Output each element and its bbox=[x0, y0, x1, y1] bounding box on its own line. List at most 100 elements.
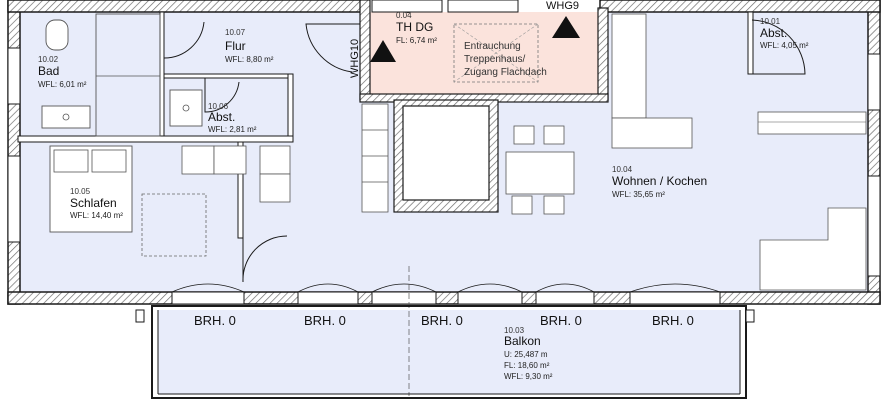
shower-tray bbox=[169, 89, 203, 127]
room-area: WFL: 4,05 m² bbox=[760, 41, 809, 50]
balcony-post-right bbox=[745, 309, 755, 323]
window-swing-1 bbox=[171, 283, 245, 293]
sofa bbox=[759, 207, 867, 291]
window-right-1 bbox=[867, 53, 881, 111]
room-name: TH DG bbox=[396, 20, 433, 34]
label-wohnen: 10.04 Wohnen / Kochen WFL: 35,65 m² bbox=[612, 165, 707, 199]
doors bbox=[163, 18, 806, 283]
toilet bbox=[45, 19, 69, 51]
window-right-2 bbox=[867, 175, 881, 277]
window-label: BRH. 0 bbox=[194, 313, 236, 328]
living-furniture bbox=[505, 13, 867, 291]
window-label: BRH. 0 bbox=[652, 313, 694, 328]
room-id: 10.05 bbox=[70, 187, 91, 196]
label-flur: 10.07 Flur WFL: 8,80 m² bbox=[225, 28, 274, 64]
window-swing-6 bbox=[629, 283, 721, 293]
door-abst-small bbox=[204, 78, 240, 113]
vanity-sink bbox=[62, 113, 70, 121]
stair-wall-right bbox=[597, 7, 609, 101]
pillow-right bbox=[91, 149, 127, 173]
room-area: FL: 6,74 m² bbox=[396, 36, 437, 45]
cabinet-4 bbox=[259, 173, 291, 203]
room-area: WFL: 6,01 m² bbox=[38, 80, 87, 89]
room-area: WFL: 8,80 m² bbox=[225, 55, 274, 64]
window-swing-4 bbox=[457, 283, 523, 293]
room-id: 10.07 bbox=[225, 28, 246, 37]
stair-note-line: Entrauchung bbox=[464, 41, 521, 52]
stair-arrow-left bbox=[370, 40, 396, 62]
window-left-1 bbox=[7, 47, 21, 105]
room-id: 10.03 bbox=[504, 326, 525, 335]
room-name: Balkon bbox=[504, 334, 541, 348]
room-area-wfl: WFL: 9,30 m² bbox=[504, 372, 553, 381]
stair-wall-left bbox=[359, 0, 371, 101]
window-bottom-3 bbox=[371, 291, 437, 305]
window-swing-5 bbox=[535, 283, 595, 293]
room-id: 10.01 bbox=[760, 17, 781, 26]
windows bbox=[7, 47, 881, 305]
shower-drain bbox=[182, 104, 190, 112]
window-bottom-6 bbox=[629, 291, 721, 305]
kitchen-island bbox=[611, 117, 693, 149]
window-bottom-4 bbox=[457, 291, 523, 305]
cabinet-1 bbox=[181, 145, 215, 175]
cabinet-2 bbox=[213, 145, 247, 175]
label-schlafen: 10.05 Schlafen WFL: 14,40 m² bbox=[70, 187, 123, 220]
wall-abst-top bbox=[163, 73, 289, 79]
chair-2 bbox=[543, 125, 565, 145]
label-th-dg: 0.04 TH DG FL: 6,74 m² bbox=[396, 11, 437, 45]
window-bottom-2 bbox=[297, 291, 359, 305]
label-abst-small: 10.06 Abst. WFL: 2,81 m² bbox=[208, 102, 257, 134]
unit-tag-right: WHG9 bbox=[546, 0, 579, 12]
door-abst-right bbox=[750, 19, 806, 75]
window-label: BRH. 0 bbox=[304, 313, 346, 328]
shaft-inner bbox=[402, 105, 490, 201]
label-abst-right: 10.01 Abst. WFL: 4,05 m² bbox=[760, 17, 809, 50]
stair-arrow-right bbox=[552, 16, 580, 38]
room-name: Bad bbox=[38, 64, 59, 78]
door-entrance bbox=[305, 23, 360, 73]
room-id: 10.06 bbox=[208, 102, 229, 111]
room-area: WFL: 35,65 m² bbox=[612, 190, 665, 199]
balcony-post-left bbox=[135, 309, 145, 323]
wall-schlafen-top bbox=[17, 135, 294, 143]
room-perimeter: U: 25,487 m bbox=[504, 350, 548, 359]
hall-cabinets bbox=[181, 103, 389, 213]
stair-top-opening-2 bbox=[371, 0, 443, 13]
storage-column bbox=[361, 103, 389, 213]
window-swing-3 bbox=[371, 283, 437, 293]
label-bad: 10.02 Bad WFL: 6,01 m² bbox=[38, 55, 87, 89]
smoke-vent-box bbox=[453, 23, 539, 83]
smoke-vent-diagonal-2 bbox=[453, 23, 539, 83]
cabinet-3 bbox=[259, 145, 291, 175]
core-walls bbox=[17, 0, 754, 239]
bedroom-rug bbox=[141, 193, 207, 257]
room-name: Abst. bbox=[760, 26, 787, 40]
kitchen-counter-vertical bbox=[611, 13, 647, 119]
room-area: WFL: 14,40 m² bbox=[70, 211, 123, 220]
room-area: WFL: 2,81 m² bbox=[208, 125, 257, 134]
wall-top-left bbox=[7, 0, 369, 13]
balcony-railing bbox=[151, 305, 747, 399]
window-label: BRH. 0 bbox=[421, 313, 463, 328]
room-name: Abst. bbox=[208, 110, 235, 124]
room-id: 10.04 bbox=[612, 165, 633, 174]
wall-bottom bbox=[7, 291, 881, 305]
bathroom-fixtures bbox=[41, 13, 203, 137]
wall-right-abst bbox=[747, 11, 754, 75]
unit-tag-left: WHG10 bbox=[349, 39, 361, 78]
chair-1 bbox=[513, 125, 535, 145]
room-id: 10.02 bbox=[38, 55, 59, 64]
stair-note-line: Treppenhaus/ bbox=[464, 54, 526, 65]
chair-3 bbox=[511, 195, 533, 215]
window-left-2 bbox=[7, 155, 21, 243]
stair-note-line: Zugang Flachdach bbox=[464, 67, 547, 78]
room-name: Wohnen / Kochen bbox=[612, 174, 707, 188]
shelf-right bbox=[757, 111, 867, 135]
wall-schlafen-right bbox=[237, 141, 244, 239]
wall-top-right bbox=[599, 0, 881, 13]
door-schlafen bbox=[242, 235, 288, 283]
unit-tag-right-bg bbox=[540, 0, 590, 10]
chair-4 bbox=[543, 195, 565, 215]
